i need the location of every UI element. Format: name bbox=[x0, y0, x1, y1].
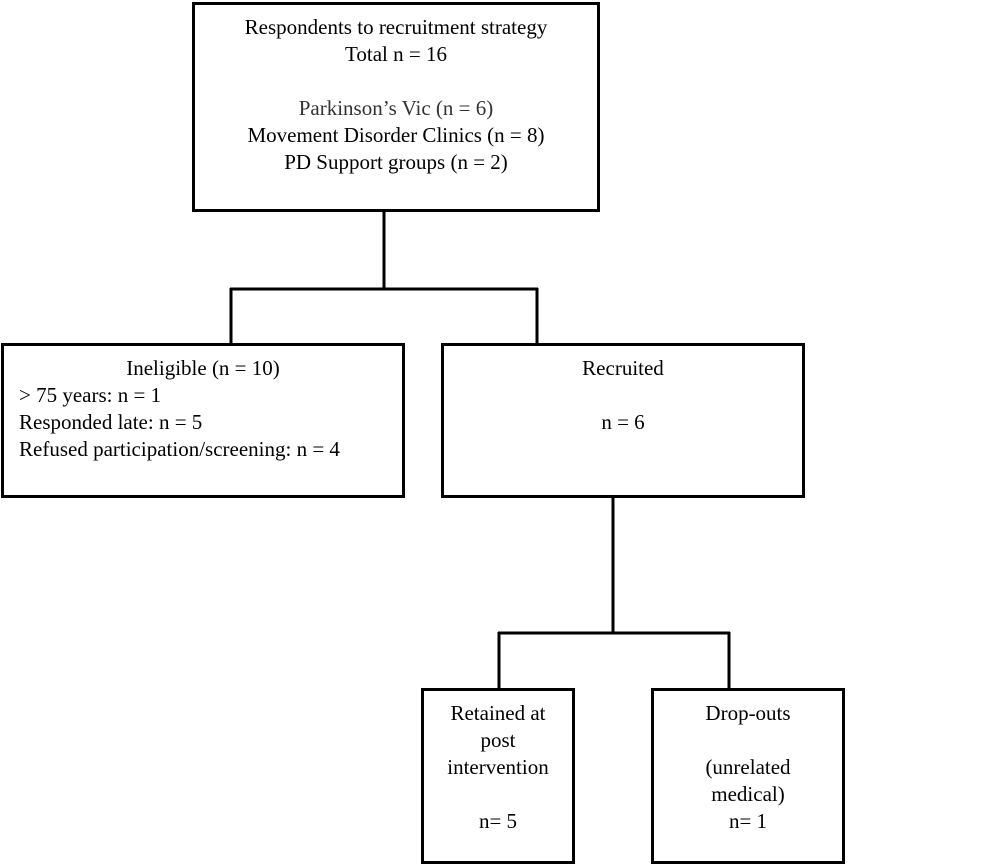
respondents-box: Respondents to recruitment strategy Tota… bbox=[192, 2, 600, 212]
retained-box: Retained at post intervention n= 5 bbox=[421, 688, 575, 864]
ineligible-reason-late: Responded late: n = 5 bbox=[19, 410, 203, 434]
retained-line-3: intervention bbox=[447, 755, 549, 779]
ineligible-box: Ineligible (n = 10) > 75 years: n = 1 Re… bbox=[1, 343, 405, 498]
retained-line-2: post bbox=[480, 728, 516, 752]
source-movement-disorder-clinics: Movement Disorder Clinics (n = 8) bbox=[247, 123, 545, 147]
source-pd-support-groups: PD Support groups (n = 2) bbox=[284, 150, 508, 174]
dropouts-box: Drop-outs (unrelated medical) n= 1 bbox=[651, 688, 845, 864]
respondents-total: Total n = 16 bbox=[345, 42, 447, 66]
recruited-title: Recruited bbox=[582, 356, 664, 380]
retained-line-1: Retained at bbox=[450, 701, 546, 725]
ineligible-title: Ineligible (n = 10) bbox=[126, 356, 280, 380]
recruited-count: n = 6 bbox=[601, 410, 645, 434]
dropouts-count: n= 1 bbox=[728, 809, 768, 833]
retained-count: n= 5 bbox=[478, 809, 518, 833]
dropouts-reason-line-2: medical) bbox=[711, 782, 785, 806]
respondents-title: Respondents to recruitment strategy bbox=[244, 15, 548, 39]
ineligible-reason-age: > 75 years: n = 1 bbox=[19, 383, 162, 407]
dropouts-reason-line-1: (unrelated bbox=[705, 755, 791, 779]
dropouts-title: Drop-outs bbox=[705, 701, 791, 725]
ineligible-reason-refused: Refused participation/screening: n = 4 bbox=[19, 437, 340, 461]
recruited-box: Recruited n = 6 bbox=[441, 343, 805, 498]
source-parkinsons-vic: Parkinson’s Vic (n = 6) bbox=[298, 96, 494, 120]
